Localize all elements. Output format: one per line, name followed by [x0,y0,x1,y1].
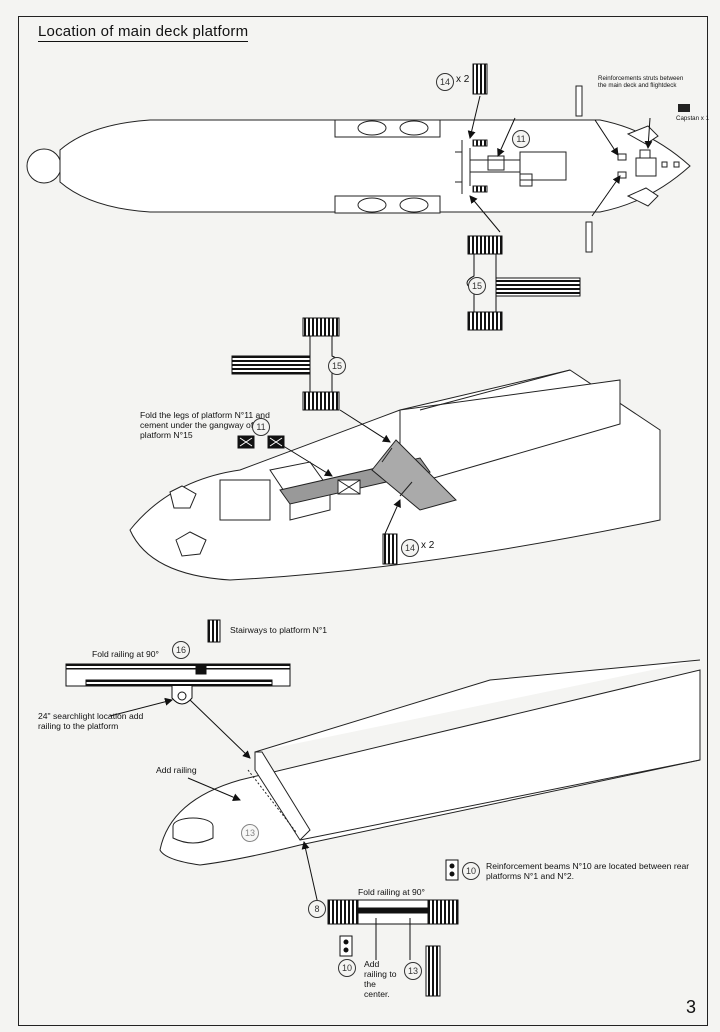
part-14-strip-mid [382,533,398,565]
callout-13-ghost: 13 [241,824,259,842]
strut-parts [575,85,593,253]
part-14-strip-top [472,63,488,95]
part-15-right [466,235,581,331]
callout-14-mid: 14 [401,539,419,557]
fold-railing-top-label: Fold railing at 90° [92,649,159,659]
bow-3d-view [159,659,701,866]
callout-11-top: 11 [512,130,530,148]
deck-3d-view [129,369,661,581]
capstan-label: Capstan x 1 [676,115,710,122]
callout-8: 8 [308,900,326,918]
page-number: 3 [685,997,696,1017]
searchlight-label: 24" searchlight location add railing to … [38,711,144,731]
part-13-strip [425,945,441,997]
callout-14-top: 14 [436,73,454,91]
part-15-middle [231,317,341,411]
part-8 [327,899,459,925]
callout-11-mid: 11 [252,418,270,436]
page-border [18,16,708,1026]
hull-plan-view [26,119,691,214]
callout-10-right: 10 [462,862,480,880]
stairway-part [207,619,221,643]
callout-14-top-mult: x 2 [456,74,470,85]
part-10-beams [339,859,459,957]
part-11-pieces [237,435,285,449]
reinforcement-beams-label: Reinforcement beams N°10 are located bet… [486,861,690,881]
callout-15-mid: 15 [328,357,346,375]
callout-14-mid-mult: x 2 [421,540,435,551]
part-16 [65,663,291,705]
add-railing-label: Add railing [156,765,197,775]
callout-16: 16 [172,641,190,659]
add-railing-center-label: Add railing to the center. [364,959,397,999]
capstan-icon [678,104,690,112]
callout-15-right: 15 [468,277,486,295]
stairways-label: Stairways to platform N°1 [230,625,328,635]
title-underline [38,41,248,42]
fold-legs-label: Fold the legs of platform N°11 and cemen… [140,410,270,440]
callout-10-bottom: 10 [338,959,356,977]
page-title: Location of main deck platform [38,23,249,40]
fold-railing-bottom-label: Fold railing at 90° [358,887,425,897]
reinforcement-struts-label: Reinforcements struts between the main d… [598,75,684,90]
callout-13-bottom: 13 [404,962,422,980]
